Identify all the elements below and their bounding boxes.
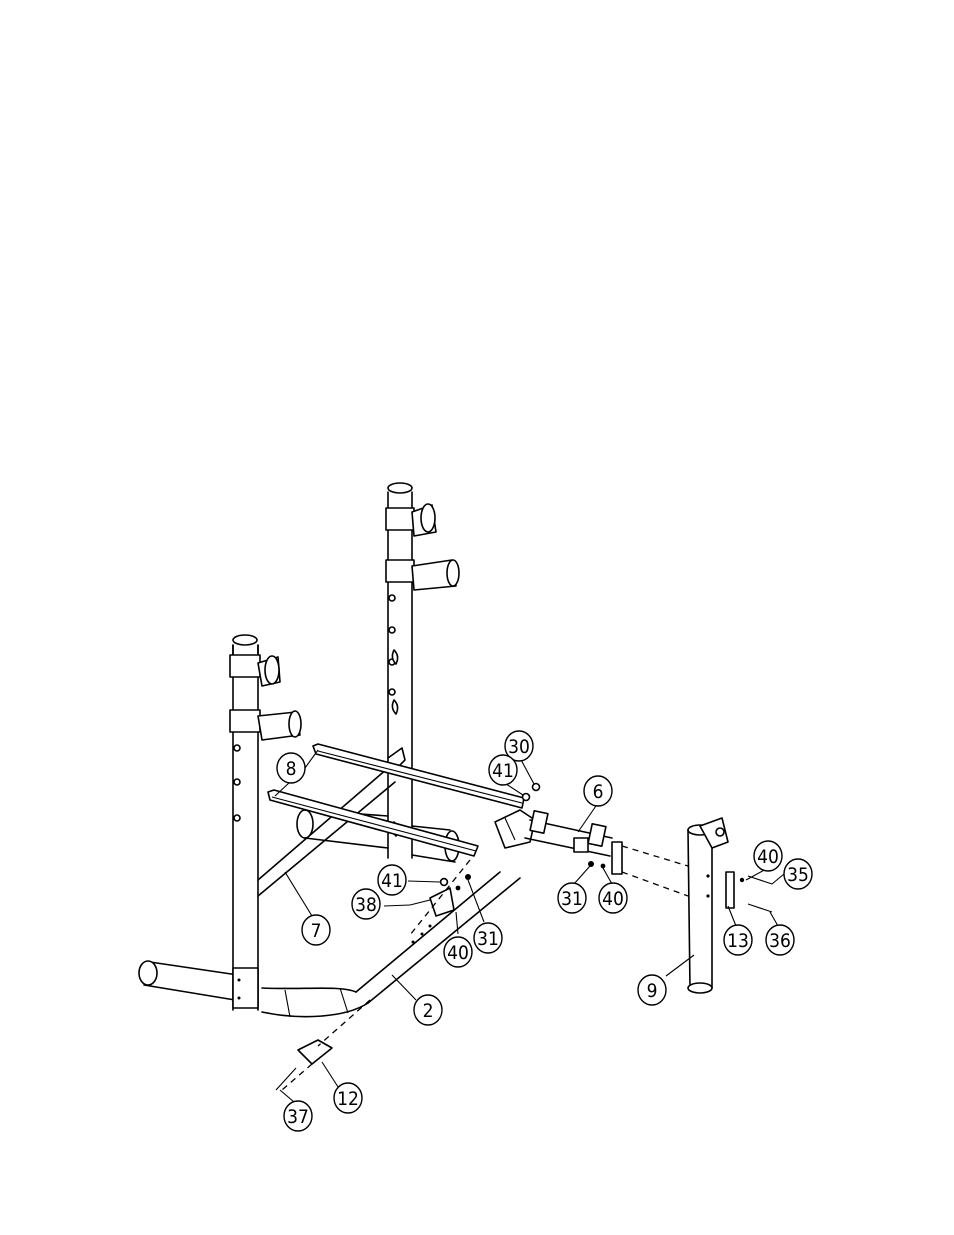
left-upright-post	[230, 635, 301, 1010]
callout-number: 12	[337, 1088, 359, 1110]
callout-40: 40	[444, 937, 472, 967]
callout-31: 31	[474, 923, 502, 953]
callout-41: 41	[489, 755, 517, 785]
front-leg-part-9	[688, 818, 728, 993]
callout-37: 37	[284, 1101, 312, 1131]
callout-number: 38	[355, 894, 377, 916]
callout-number: 41	[381, 870, 403, 892]
callout-number: 31	[477, 928, 499, 950]
callout-number: 30	[508, 736, 530, 758]
callout-8: 8	[277, 753, 305, 783]
callout-31: 31	[558, 883, 586, 913]
callout-2: 2	[414, 995, 442, 1025]
callout-number: 40	[757, 846, 779, 868]
callout-number: 8	[286, 758, 297, 780]
callout-number: 2	[423, 1000, 434, 1022]
callouts	[275, 750, 784, 1102]
callout-number: 40	[447, 942, 469, 964]
callout-40: 40	[754, 841, 782, 871]
callout-41: 41	[378, 865, 406, 895]
callout-number: 7	[311, 920, 322, 942]
callout-number: 36	[769, 930, 791, 952]
callout-7: 7	[302, 915, 330, 945]
callout-38: 38	[352, 889, 380, 919]
callout-12: 12	[334, 1083, 362, 1113]
callout-35: 35	[784, 859, 812, 889]
callout-13: 13	[724, 925, 752, 955]
callout-36: 36	[766, 925, 794, 955]
callout-number: 35	[787, 864, 809, 886]
callout-9: 9	[638, 975, 666, 1005]
explode-lines	[282, 846, 688, 1090]
callout-number: 6	[593, 781, 604, 803]
callout-number: 31	[561, 888, 583, 910]
callout-number: 37	[287, 1106, 309, 1128]
callout-6: 6	[584, 776, 612, 806]
callout-number: 41	[492, 760, 514, 782]
callout-number: 13	[727, 930, 749, 952]
callout-number: 40	[602, 888, 624, 910]
rear-upright-post	[386, 483, 459, 858]
callout-40: 40	[599, 883, 627, 913]
callout-number: 9	[647, 980, 658, 1002]
